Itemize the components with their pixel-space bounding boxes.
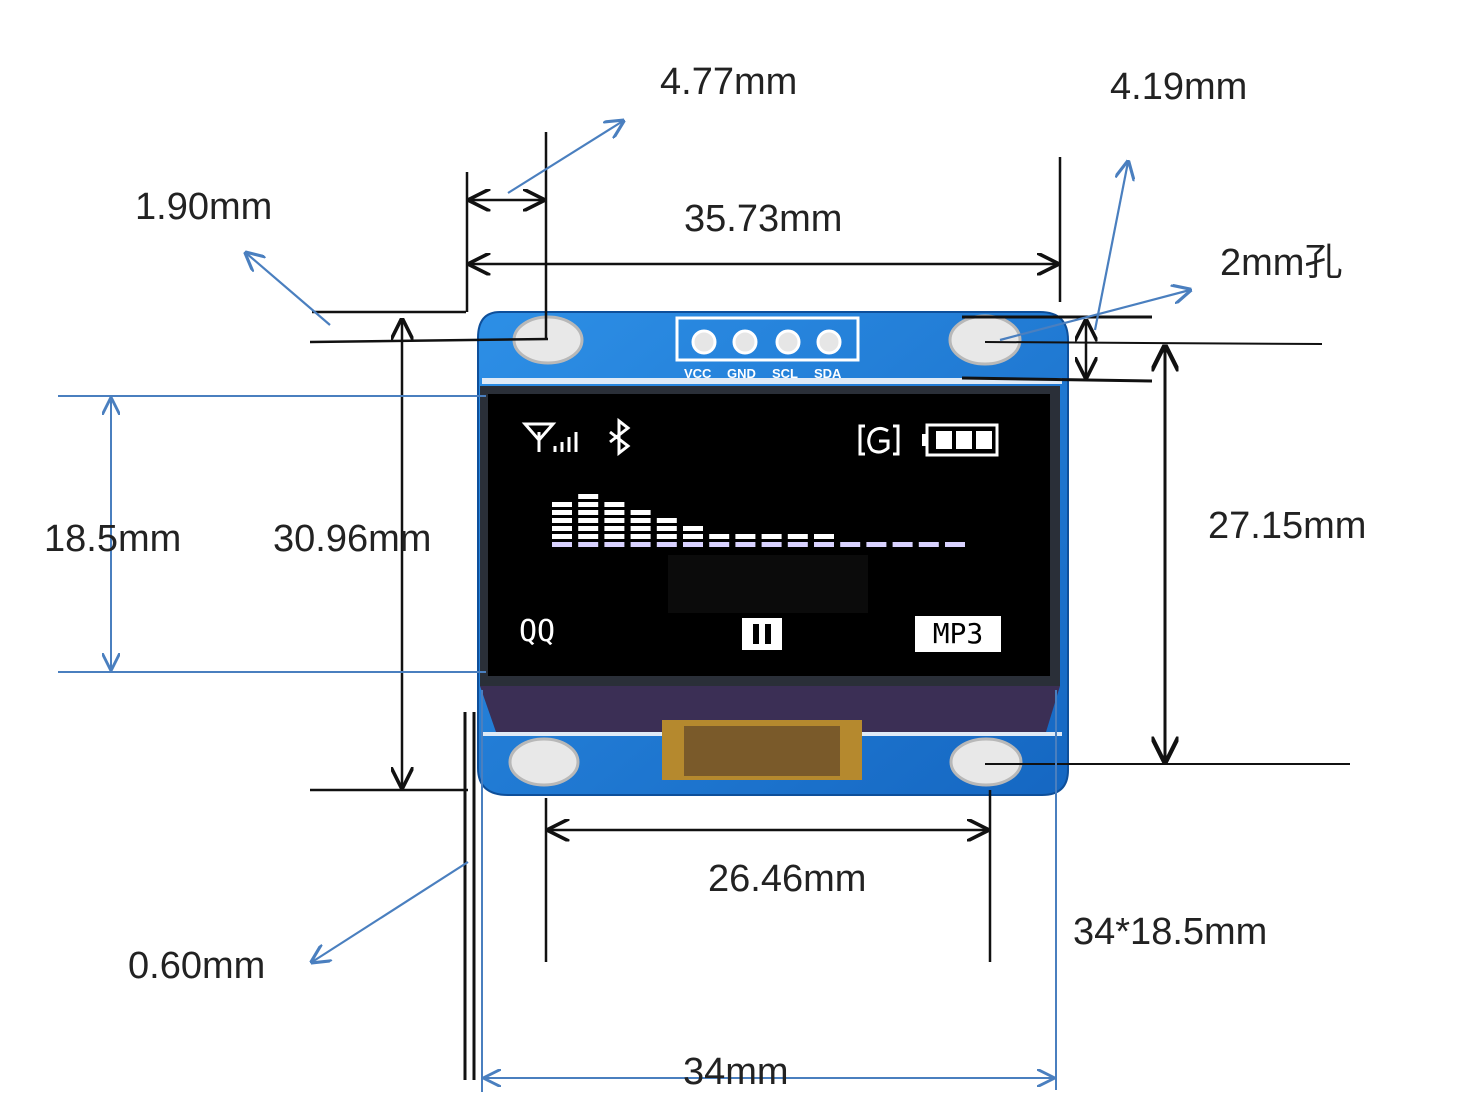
equalizer-segment	[656, 518, 677, 523]
pause-icon	[742, 618, 782, 650]
dimension-0-60mm	[463, 712, 476, 1080]
equalizer-segment	[578, 510, 599, 515]
equalizer-segment	[578, 494, 599, 499]
label-30-96mm: 30.96mm	[273, 518, 432, 560]
callout-arrow-4-19mm	[1093, 162, 1128, 331]
header-pin-block	[675, 316, 860, 362]
equalizer	[552, 494, 965, 547]
equalizer-segment	[814, 542, 834, 547]
equalizer-segment	[604, 542, 625, 547]
equalizer-segment	[552, 542, 572, 547]
signal-antenna-icon	[521, 422, 578, 452]
label-4-77mm: 4.77mm	[660, 61, 798, 103]
equalizer-segment	[656, 534, 677, 539]
equalizer-segment	[604, 502, 625, 507]
callout-arrow-2mm-hole	[999, 290, 1190, 342]
equalizer-segment	[578, 526, 599, 531]
dimension-27-15mm	[985, 347, 1350, 765]
equalizer-segment	[552, 510, 572, 515]
equalizer-segment	[604, 526, 625, 531]
equalizer-segment	[918, 542, 939, 547]
equalizer-segment	[683, 526, 703, 531]
oled-mp3-label: MP3	[915, 616, 1001, 652]
label-35-73mm: 35.73mm	[684, 198, 843, 240]
equalizer-segment	[552, 518, 572, 523]
equalizer-segment	[735, 534, 756, 539]
dimension-26-46mm	[544, 790, 992, 962]
equalizer-segment	[683, 534, 703, 539]
pin-label-vcc: VCC	[684, 366, 712, 381]
equalizer-segment	[840, 542, 861, 547]
equalizer-segment	[630, 518, 651, 523]
battery-icon	[922, 423, 999, 457]
label-0-60mm: 0.60mm	[128, 945, 266, 987]
equalizer-segment	[735, 542, 756, 547]
equalizer-segment	[578, 502, 599, 507]
pin-label-scl: SCL	[772, 366, 798, 381]
mounting-hole-top-right	[948, 314, 1022, 366]
equalizer-segment	[709, 534, 730, 539]
oled-qq-text: QQ	[519, 614, 556, 649]
equalizer-segment	[709, 542, 730, 547]
label-1-90mm: 1.90mm	[135, 186, 273, 228]
equalizer-segment	[604, 510, 625, 515]
equalizer-segment	[604, 518, 625, 523]
label-27-15mm: 27.15mm	[1208, 505, 1367, 547]
callout-arrow-0-60mm	[312, 861, 469, 962]
equalizer-segment	[787, 534, 808, 539]
equalizer-segment	[656, 526, 677, 531]
equalizer-segment	[787, 542, 808, 547]
g-network-icon	[858, 424, 900, 456]
mounting-hole-bottom-left	[508, 737, 580, 787]
equalizer-segment	[866, 542, 887, 547]
equalizer-segment	[578, 534, 599, 539]
label-4-19mm: 4.19mm	[1110, 66, 1248, 108]
mounting-hole-bottom-right	[949, 737, 1023, 787]
dimension-34mm	[481, 690, 1057, 1092]
equalizer-segment	[656, 542, 677, 547]
equalizer-segment	[604, 534, 625, 539]
equalizer-segment	[552, 502, 572, 507]
equalizer-segment	[814, 534, 834, 539]
callout-arrow-1-90mm	[246, 253, 331, 326]
label-2mm-hole: 2mm孔	[1220, 242, 1343, 284]
label-26-46mm: 26.46mm	[708, 858, 867, 900]
equalizer-segment	[630, 510, 651, 515]
dimension-30-96mm	[310, 320, 468, 792]
label-18-5mm: 18.5mm	[44, 518, 182, 560]
equalizer-segment	[761, 542, 782, 547]
equalizer-segment	[630, 526, 651, 531]
oled-panel	[480, 386, 1060, 780]
equalizer-segment	[892, 542, 913, 547]
equalizer-segment	[761, 534, 782, 539]
label-34x18-5mm: 34*18.5mm	[1073, 911, 1268, 953]
pin-label-sda: SDA	[814, 366, 842, 381]
equalizer-segment	[578, 518, 599, 523]
bluetooth-icon	[609, 417, 631, 457]
equalizer-segment	[630, 542, 651, 547]
equalizer-segment	[630, 534, 651, 539]
callout-arrow-4-77mm	[507, 121, 623, 194]
dimension-18-5mm	[58, 395, 486, 673]
equalizer-segment	[683, 542, 703, 547]
equalizer-segment	[552, 534, 572, 539]
equalizer-segment	[945, 542, 965, 547]
pin-label-gnd: GND	[727, 366, 756, 381]
label-34mm: 34mm	[683, 1051, 789, 1093]
dimension-4-19mm	[961, 315, 1323, 383]
dimension-35-73mm	[470, 157, 1062, 302]
equalizer-segment	[578, 542, 599, 547]
dimension-1-90mm	[309, 310, 549, 344]
equalizer-segment	[552, 526, 572, 531]
dimension-4-77mm	[465, 132, 548, 340]
